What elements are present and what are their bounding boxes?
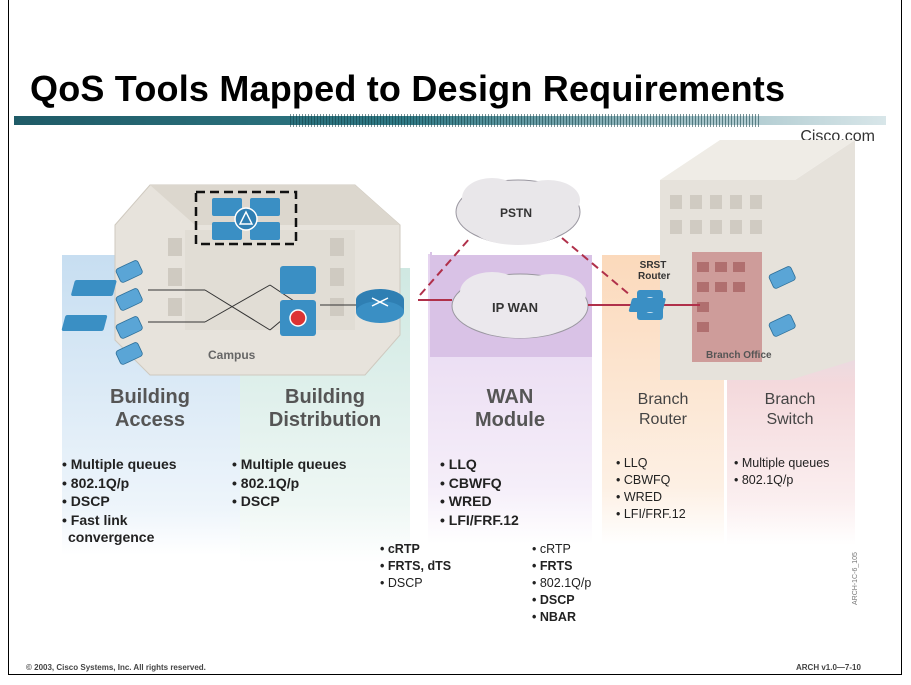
branch-office-label: Branch Office xyxy=(706,350,772,361)
slide-number-footer: ARCH v1.0—7-10 xyxy=(796,663,861,672)
branch-switch-tools: Multiple queues 802.1Q/p xyxy=(734,455,830,489)
wan-links xyxy=(418,237,700,306)
list-item: Multiple queues xyxy=(734,455,830,472)
list-item: DSCP xyxy=(532,592,591,609)
ip-wan-label: IP WAN xyxy=(492,300,538,315)
list-item: FRTS xyxy=(532,558,591,575)
list-item: cRTP xyxy=(532,541,591,558)
list-item: FRTS, dTS xyxy=(380,558,451,575)
branch-router-tools: LLQ CBWFQ WRED LFI/FRF.12 xyxy=(616,455,686,523)
list-item: 802.1Q/p xyxy=(734,472,829,489)
srst-router-label: SRST Router xyxy=(638,260,671,282)
list-item: 802.1Q/p xyxy=(62,474,177,493)
slide-title: QoS Tools Mapped to Design Requirements xyxy=(30,68,786,109)
wan-module-tools: LLQ CBWFQ WRED LFI/FRF.12 xyxy=(440,455,519,529)
list-item: Multiple queues xyxy=(62,455,177,474)
list-item: Multiple queues xyxy=(232,455,347,474)
list-item: CBWFQ xyxy=(440,474,519,493)
slide-frame xyxy=(8,0,902,675)
list-item: Fast link xyxy=(62,511,177,530)
fast-link-continuation: convergence xyxy=(68,529,155,545)
list-item: WRED xyxy=(440,492,519,511)
branch-switch-icon xyxy=(628,298,666,312)
access-switches xyxy=(61,280,117,331)
wan-module-sub-right: cRTP FRTS 802.1Q/p DSCP NBAR xyxy=(532,541,591,626)
title-rule-ticks xyxy=(290,114,760,127)
list-item: cRTP xyxy=(380,541,451,558)
copyright-footer: © 2003, Cisco Systems, Inc. All rights r… xyxy=(26,663,206,672)
list-item: DSCP xyxy=(380,575,451,592)
building-distribution-tools: Multiple queues 802.1Q/p DSCP xyxy=(232,455,347,511)
ip-phones xyxy=(115,260,796,365)
list-item: LLQ xyxy=(616,455,686,472)
server-cluster-icon xyxy=(212,198,280,240)
distribution-switches xyxy=(280,266,316,336)
pstn-cloud xyxy=(455,178,581,245)
list-item: LFI/FRF.12 xyxy=(440,511,519,530)
campus-router-icon xyxy=(356,289,404,323)
campus-label: Campus xyxy=(208,348,256,362)
wan-module-sub-left: cRTP FRTS, dTS DSCP xyxy=(380,541,451,592)
list-item: WRED xyxy=(616,489,686,506)
building-access-tools: Multiple queues 802.1Q/p DSCP Fast link xyxy=(62,455,177,529)
list-item: 802.1Q/p xyxy=(532,575,591,592)
slide-code: ARCH-1C-6_105 xyxy=(852,552,859,605)
ip-wan-cloud xyxy=(451,272,589,339)
list-item: 802.1Q/p xyxy=(232,474,347,493)
pstn-label: PSTN xyxy=(500,206,533,220)
list-item: DSCP xyxy=(232,492,347,511)
list-item: DSCP xyxy=(62,492,177,511)
list-item: CBWFQ xyxy=(616,472,686,489)
list-item: LFI/FRF.12 xyxy=(616,506,686,523)
list-item: LLQ xyxy=(440,455,519,474)
branch-building xyxy=(660,140,855,380)
list-item: NBAR xyxy=(532,609,591,626)
